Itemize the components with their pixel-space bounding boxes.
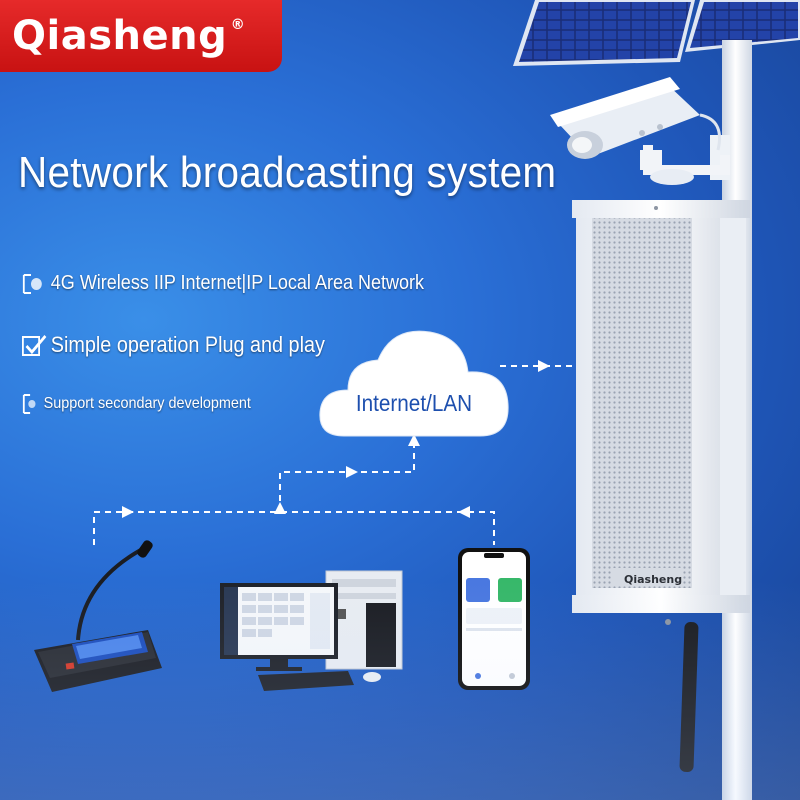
registered-mark: ® — [230, 17, 246, 33]
feature-text: Simple operation Plug and play — [50, 332, 325, 357]
signal-icon — [22, 273, 45, 295]
feature-item-plug-and-play: Simple operation Plug and play — [22, 332, 325, 358]
antenna — [679, 621, 699, 773]
smartphone-icon — [458, 548, 530, 690]
desktop-computer-icon — [220, 570, 403, 691]
feature-item-secondary-development: Support secondary development — [22, 394, 251, 414]
microphone-console-icon — [34, 540, 162, 692]
logo-text: Qiasheng — [12, 13, 228, 59]
speaker-brand-label: Qiasheng — [624, 573, 683, 586]
list-icon — [22, 394, 38, 414]
surveillance-camera-icon — [550, 77, 730, 185]
checkmark-icon — [22, 334, 47, 356]
feature-item-network: 4G Wireless IIP Internet|IP Local Area N… — [22, 272, 424, 295]
column-speaker-icon — [572, 200, 750, 625]
cloud-label: Internet/LAN — [355, 390, 473, 416]
feature-text: 4G Wireless IIP Internet|IP Local Area N… — [50, 272, 424, 294]
brand-logo: Qiasheng ® — [0, 0, 282, 72]
feature-text: Support secondary development — [43, 395, 251, 412]
internet-cloud: Internet/LAN — [314, 318, 514, 442]
page-title: Network broadcasting system — [18, 148, 557, 197]
cloud-icon — [319, 330, 509, 437]
solar-panel-icon — [513, 0, 800, 66]
